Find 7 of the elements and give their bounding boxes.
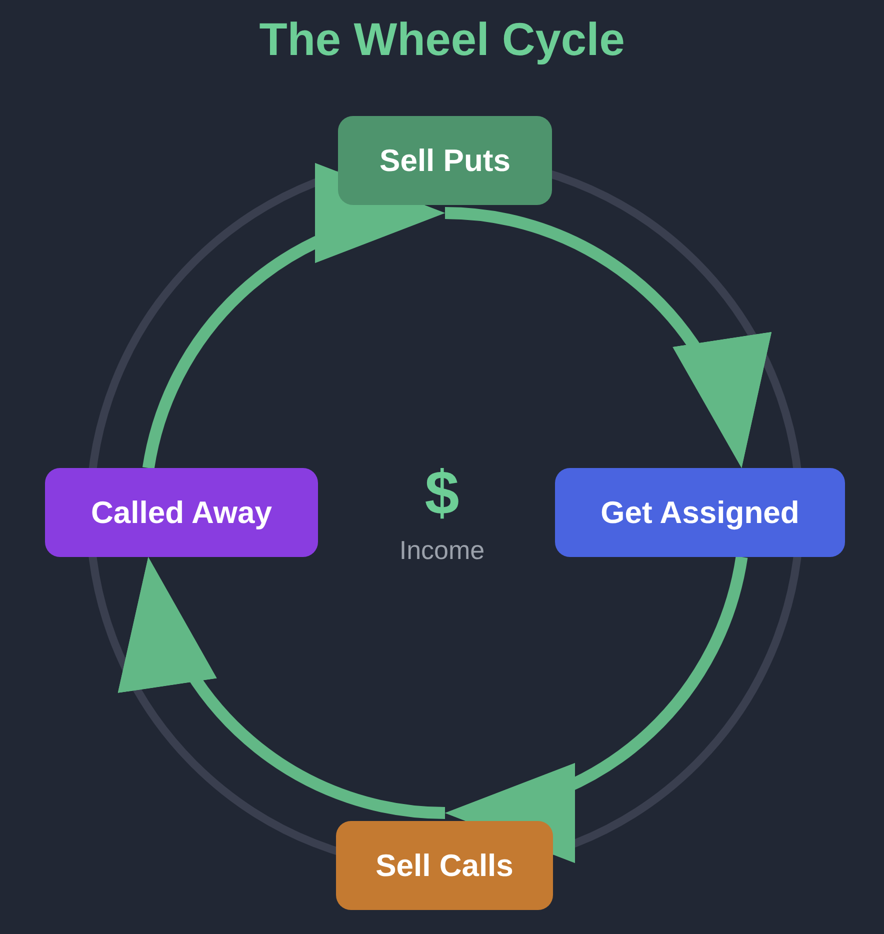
center-label: Income xyxy=(399,536,485,566)
stage-box: Get Assigned xyxy=(555,468,845,557)
stage-box: Sell Puts xyxy=(338,116,552,205)
diagram-title: The Wheel Cycle xyxy=(259,12,625,67)
stage-box: Sell Calls xyxy=(336,821,553,910)
currency-symbol: $ xyxy=(424,458,460,530)
stage-box: Called Away xyxy=(45,468,318,557)
